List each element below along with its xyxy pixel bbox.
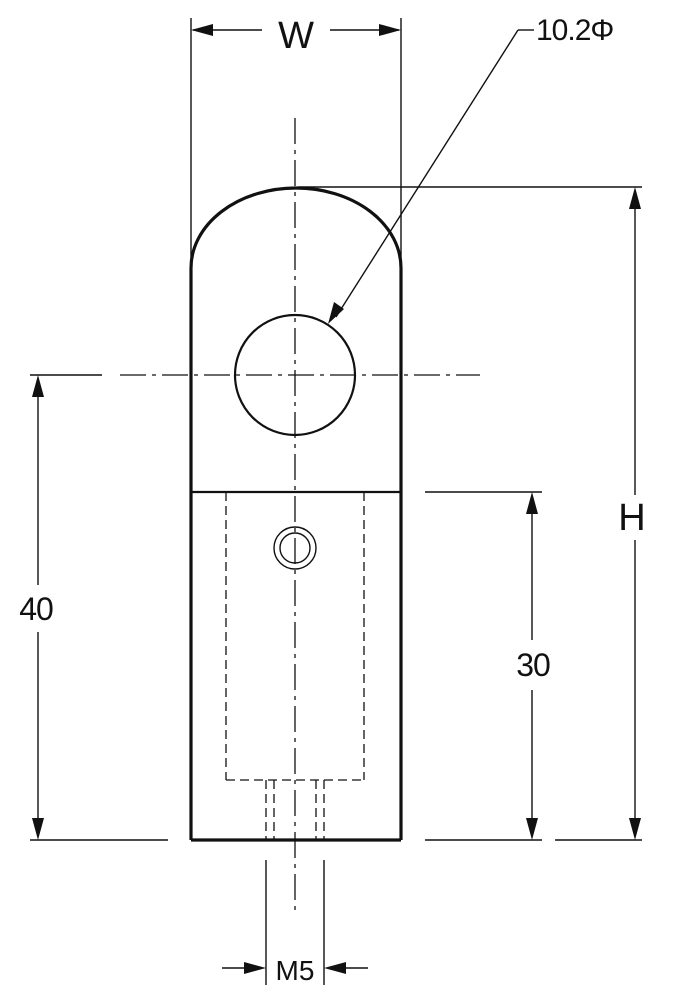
dimension-hole-diameter: 10.2Φ [328,14,614,324]
dimension-30: 30 [425,491,551,841]
dim-w-label: W [278,15,314,57]
dimension-40: 40 [19,374,168,841]
rounded-head-outline [189,186,403,269]
dim-40-label: 40 [19,591,53,627]
dimension-m5: M5 [222,860,368,986]
center-lines [120,118,480,910]
part-outline [189,186,403,842]
dimension-h: H [298,186,646,841]
hidden-bore [225,492,365,781]
set-screw-outer [273,526,317,570]
dim-30-label: 30 [516,647,550,683]
dim-h-label: H [618,497,645,539]
dim-m5-label: M5 [276,955,315,986]
hidden-thread [265,780,325,840]
dim-hole-label: 10.2Φ [536,14,613,47]
dimension-w: W [190,15,402,262]
